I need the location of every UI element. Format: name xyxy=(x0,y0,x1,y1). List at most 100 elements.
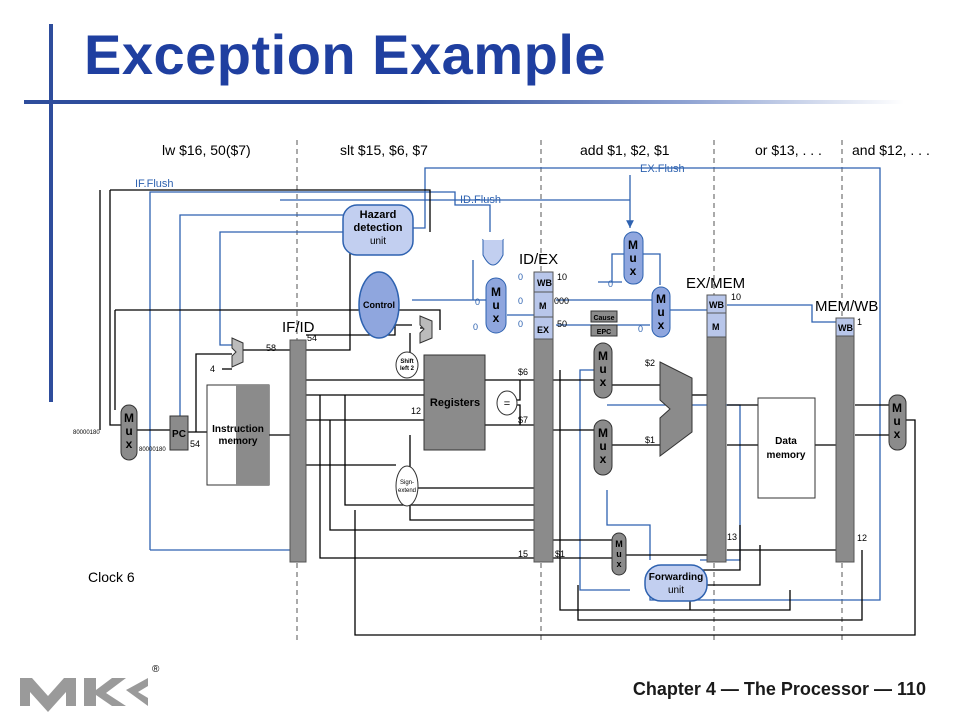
svg-text:u: u xyxy=(599,362,606,376)
register-file xyxy=(423,354,486,451)
svg-text:M: M xyxy=(598,426,608,440)
svg-text:M: M xyxy=(598,349,608,363)
hazard-label-3: unit xyxy=(370,236,386,247)
title-underline xyxy=(24,100,904,104)
exmem-wb-label: WB xyxy=(709,300,724,310)
forwarding-label-1: Forwarding xyxy=(649,572,703,583)
epc-label: EPC xyxy=(597,329,611,336)
value-54-a: 54 xyxy=(307,333,317,343)
value-10-a: 10 xyxy=(557,272,567,282)
reg-6: $6 xyxy=(518,367,528,377)
if-id-label: IF/ID xyxy=(282,319,315,336)
const-four: 4 xyxy=(210,364,215,374)
zero-6: 0 xyxy=(638,324,643,334)
zero-2: 0 xyxy=(518,296,523,306)
control-unit xyxy=(358,271,400,339)
svg-text:u: u xyxy=(492,298,499,312)
pc-adder xyxy=(231,337,244,368)
zero-3: 0 xyxy=(518,319,523,329)
memwb-wb-label: WB xyxy=(838,323,853,333)
idex-ex-label: EX xyxy=(537,325,549,335)
registered-mark: ® xyxy=(152,664,160,675)
svg-text:u: u xyxy=(616,549,622,559)
svg-text:M: M xyxy=(124,411,134,425)
ex-mem-label: EX/MEM xyxy=(686,275,745,292)
instr-id: slt $15, $6, $7 xyxy=(340,142,428,158)
zero-1: 0 xyxy=(518,272,523,282)
slide-footer: Chapter 4 — The Processor — 110 xyxy=(632,679,926,699)
equals-label: = xyxy=(504,398,510,410)
slide-title: Exception Example xyxy=(84,23,607,86)
equality-comparator xyxy=(496,390,518,416)
imem-label-2: memory xyxy=(219,436,258,447)
instr-wb: and $12, . . . xyxy=(852,142,930,158)
control-label: Control xyxy=(363,300,395,310)
reg-7: $7 xyxy=(518,415,528,425)
clock-label: Clock 6 xyxy=(88,569,135,585)
alu xyxy=(659,361,693,457)
svg-text:x: x xyxy=(600,452,607,466)
zero-4: 0 xyxy=(473,322,478,332)
muxes xyxy=(120,231,907,576)
instruction-memory-shade xyxy=(236,385,269,485)
pc-label: PC xyxy=(172,429,186,440)
pipeline-registers xyxy=(289,271,855,563)
id-ex-label: ID/EX xyxy=(519,251,558,268)
zero-7: 0 xyxy=(475,297,480,307)
cause-label: Cause xyxy=(593,315,614,322)
svg-text:u: u xyxy=(893,414,900,428)
value-12-b: 12 xyxy=(857,533,867,543)
dmem-label-1: Data xyxy=(775,436,797,447)
branch-adder xyxy=(419,315,433,344)
title-accent-bar xyxy=(49,24,53,402)
registers-label: Registers xyxy=(430,397,480,409)
forwarding-label-2: unit xyxy=(668,585,684,596)
reg-1-a: $1 xyxy=(645,435,655,445)
data-memory xyxy=(757,397,816,499)
ex-flush-label: EX.Flush xyxy=(640,163,685,175)
exmem-m-label: M xyxy=(712,322,720,332)
mux-labels: M u x M u x M u x M u x M u x M u x M u … xyxy=(124,238,902,569)
publisher-logo: ® xyxy=(20,664,160,712)
svg-text:u: u xyxy=(657,305,664,319)
svg-text:M: M xyxy=(892,401,902,415)
value-50: 50 xyxy=(557,319,567,329)
if-flush-label: IF.Flush xyxy=(135,178,174,190)
svg-text:x: x xyxy=(630,264,637,278)
hazard-detection-unit xyxy=(342,204,414,256)
instr-if: lw $16, 50($7) xyxy=(162,142,251,158)
value-10-b: 10 xyxy=(731,292,741,302)
value-58: 58 xyxy=(266,343,276,353)
hazard-label-1: Hazard xyxy=(360,209,397,221)
svg-text:M: M xyxy=(491,285,501,299)
value-15: 15 xyxy=(518,549,528,559)
idex-wb-label: WB xyxy=(537,278,552,288)
pc-addr-a: 80000180 xyxy=(73,430,100,436)
svg-text:M: M xyxy=(656,292,666,306)
sign-label-2: extend xyxy=(398,488,416,494)
dmem-label-2: memory xyxy=(767,450,806,461)
reg-2: $2 xyxy=(645,358,655,368)
shift-label-2: left 2 xyxy=(400,366,415,372)
hazard-label-2: detection xyxy=(354,222,403,234)
sign-extend xyxy=(395,465,419,507)
reg-1-b: $1 xyxy=(555,549,565,559)
instr-mem: or $13, . . . xyxy=(755,142,822,158)
svg-text:x: x xyxy=(894,427,901,441)
value-12-a: 12 xyxy=(411,406,421,416)
value-000: 000 xyxy=(554,296,569,306)
svg-text:x: x xyxy=(126,437,133,451)
svg-text:u: u xyxy=(599,439,606,453)
sign-label-1: Sign- xyxy=(400,480,414,486)
idex-m-label: M xyxy=(539,301,547,311)
svg-text:M: M xyxy=(615,539,623,549)
svg-text:x: x xyxy=(658,318,665,332)
cause-register xyxy=(590,310,618,323)
id-flush-label: ID.Flush xyxy=(460,194,501,206)
data-wires xyxy=(99,189,916,636)
shift-left-2 xyxy=(395,351,419,379)
svg-text:x: x xyxy=(616,559,621,569)
svg-text:x: x xyxy=(600,375,607,389)
pc-addr-b: 80000180 xyxy=(139,447,166,453)
